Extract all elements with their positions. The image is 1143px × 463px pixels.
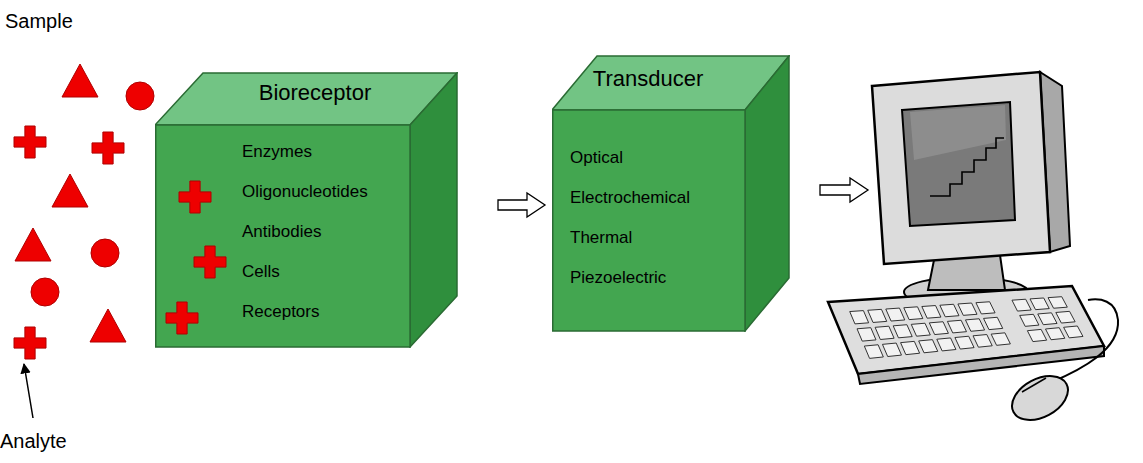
sample-molecules (14, 64, 154, 359)
analyte-cross (92, 132, 124, 164)
box-heading: Bioreceptor (195, 80, 435, 106)
hollow-arrow (820, 178, 868, 202)
cube-box: BioreceptorEnzymesOligonucleotidesAntibo… (155, 72, 458, 348)
list-item: Enzymes (242, 142, 312, 162)
box-heading: Transducer (528, 66, 768, 92)
analyte-cross (14, 327, 46, 359)
circle-molecule (31, 278, 59, 306)
triangle-molecule (15, 228, 51, 261)
cube-box: TransducerOpticalElectrochemicalThermalP… (552, 55, 790, 332)
part-label: Analyte (0, 430, 67, 453)
list-item: Receptors (242, 302, 319, 322)
list-item: Thermal (570, 228, 632, 248)
hollow-arrow (498, 193, 545, 217)
list-item: Antibodies (242, 222, 321, 242)
list-item: Optical (570, 148, 623, 168)
circle-molecule (91, 239, 119, 267)
part-label: Sample (5, 10, 73, 33)
leader-line (24, 364, 33, 418)
analyte-cross (14, 126, 46, 158)
list-item: Oligonucleotides (242, 182, 368, 202)
circle-molecule (126, 82, 154, 110)
triangle-molecule (52, 174, 88, 207)
triangle-molecule (62, 64, 98, 97)
list-item: Electrochemical (570, 188, 690, 208)
triangle-molecule (90, 309, 126, 342)
list-item: Cells (242, 262, 280, 282)
list-item: Piezoelectric (570, 268, 666, 288)
computer-icon (828, 72, 1118, 429)
